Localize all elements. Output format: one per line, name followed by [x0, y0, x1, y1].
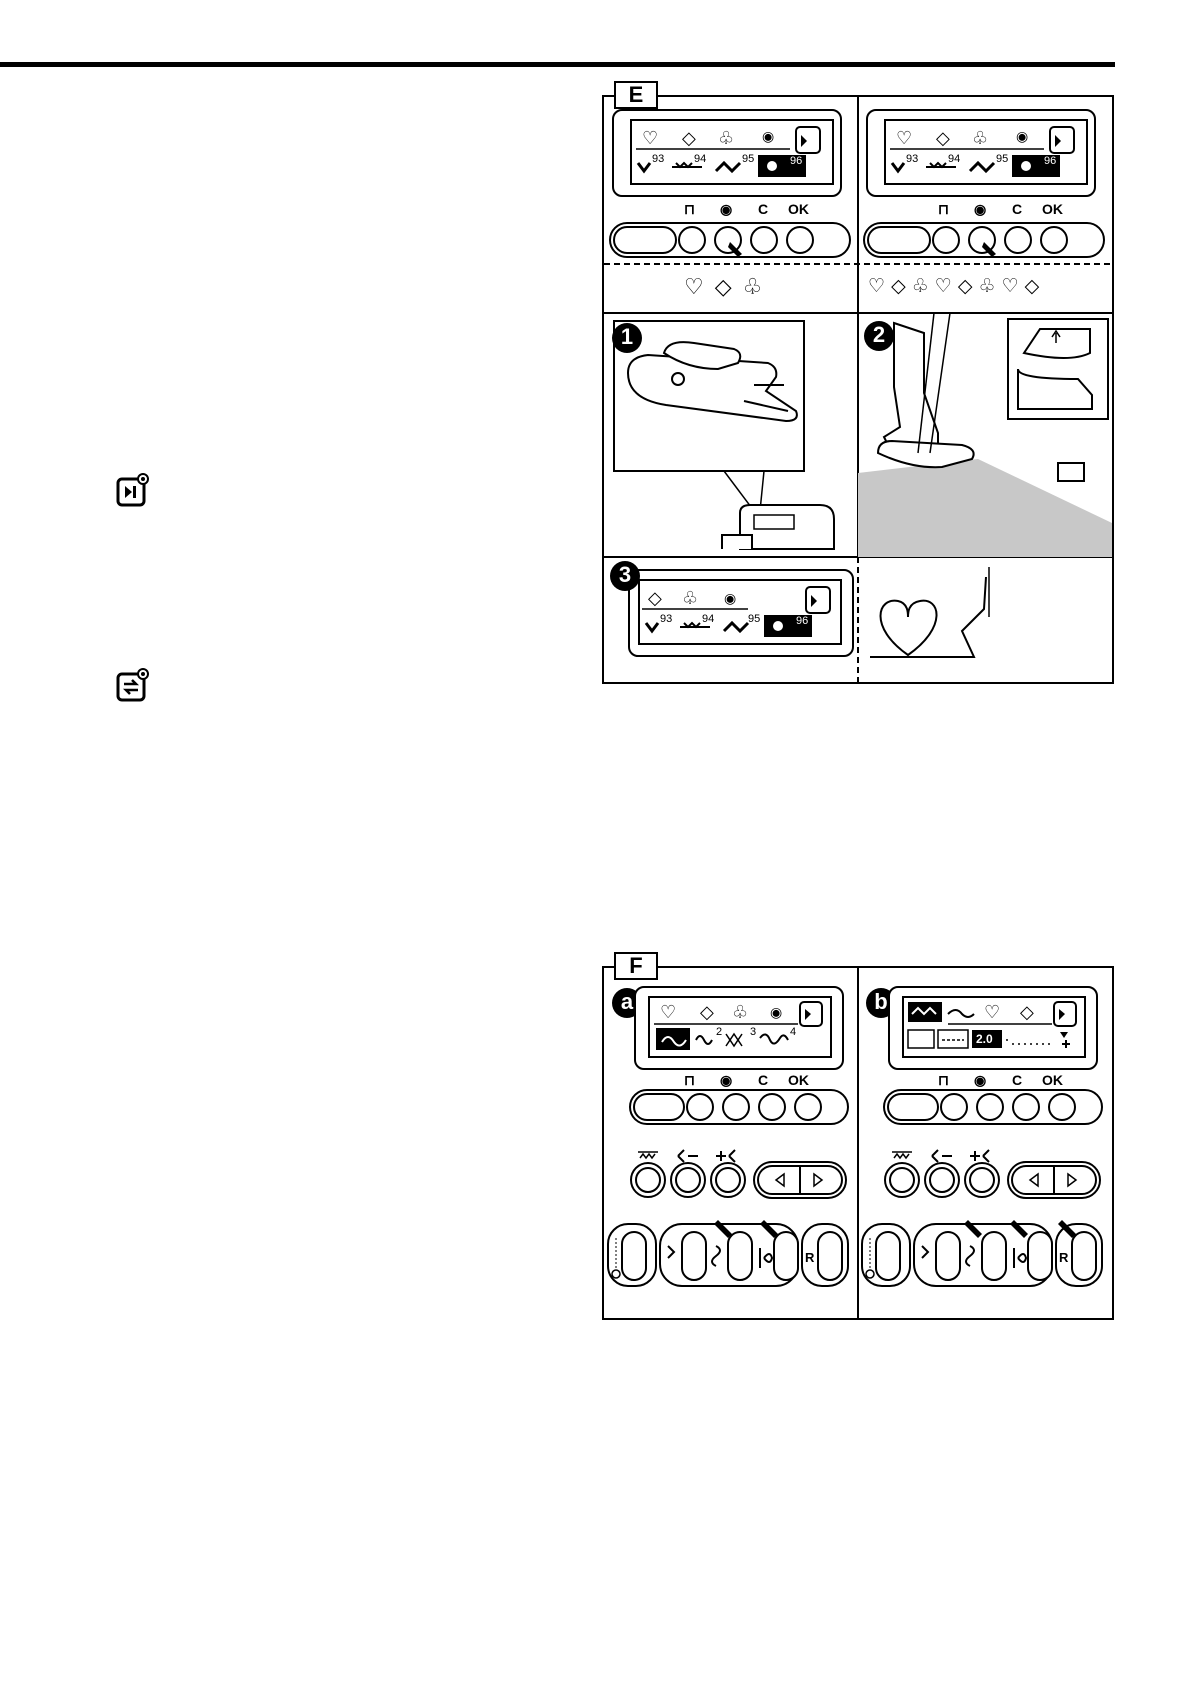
memory-button-label: ◉	[720, 201, 733, 217]
pattern-number: 94	[948, 153, 961, 165]
clear-button-label: C	[1012, 201, 1023, 217]
pattern-number: 95	[748, 613, 761, 625]
clear-button-label: C	[758, 201, 769, 217]
memory-icon: ◉	[1016, 129, 1029, 145]
top-rule	[0, 62, 1115, 67]
pattern-number: 2	[716, 1026, 723, 1038]
diamond-icon: ◇	[648, 588, 662, 609]
pattern-number: 93	[906, 153, 919, 165]
control-panel-b	[861, 1089, 1103, 1287]
r-key-label: R	[1059, 1250, 1069, 1265]
lcd-stitch-row	[890, 126, 1075, 177]
pattern-number: 95	[996, 153, 1009, 165]
club-icon: ♧	[718, 128, 735, 149]
lcd-edit-row	[907, 1001, 1077, 1049]
diamond-icon: ◇	[700, 1002, 714, 1023]
memory-button-label: ◉	[974, 201, 987, 217]
lcd-stitch-row	[654, 1001, 823, 1050]
memory-button-label: ◉	[974, 1072, 987, 1088]
figure-e-panel-b: b ♡ ◇ ♧ ◉ 93 94 95 96 ⊓ ◉ C OK	[858, 97, 1112, 264]
needle-button-label: ⊓	[938, 201, 949, 217]
figure-f-tag: F	[614, 952, 658, 980]
stitch-result-a: ♡ ◇ ♧	[684, 275, 765, 300]
heart-icon: ♡	[896, 128, 913, 149]
repeat-pattern-icon	[116, 668, 150, 702]
step-2-badge: 2	[864, 321, 894, 351]
pattern-number: 3	[750, 1026, 757, 1038]
needle-button-label: ⊓	[684, 1072, 695, 1088]
club-icon: ♧	[972, 128, 989, 149]
stitch-result-b: ♡ ◇ ♧ ♡ ◇ ♧ ♡ ◇	[868, 275, 1040, 297]
step-3-result	[858, 557, 1112, 682]
step-3-panel: ◇ ♧ ◉ 93 94 95 96 3	[604, 557, 858, 682]
pattern-number: 94	[694, 153, 707, 165]
figure-f-panel-b: b ♡ ◇ 2.0 ⊓ ◉ C OK	[858, 968, 1112, 1318]
play-pattern-icon	[116, 473, 150, 507]
pattern-number: 95	[742, 153, 755, 165]
club-icon: ♧	[732, 1002, 749, 1023]
memory-button-label: ◉	[720, 1072, 733, 1088]
diamond-icon: ◇	[936, 128, 950, 149]
clear-button-label: C	[1012, 1072, 1023, 1088]
step-1-presser-foot: 1	[604, 313, 858, 557]
figure-f-panel-a: a ♡ ◇ ♧ ◉ 2 3 4 ⊓ ◉ C OK	[604, 968, 858, 1318]
r-key-label: R	[805, 1250, 815, 1265]
button-row	[863, 222, 1105, 258]
diamond-icon: ◇	[1020, 1002, 1034, 1023]
control-panel-a	[607, 1089, 849, 1287]
heart-icon: ♡	[660, 1002, 677, 1023]
pattern-number: 96	[790, 155, 803, 167]
memory-icon: ◉	[762, 129, 775, 145]
figure-f-grid	[857, 968, 859, 1318]
step-3-badge: 3	[610, 561, 640, 591]
pattern-number: 96	[1044, 155, 1057, 167]
figure-f: F a ♡ ◇ ♧ ◉ 2 3 4 ⊓ ◉ C OK	[602, 952, 1114, 1320]
pattern-number: 93	[660, 613, 673, 625]
pattern-number: 94	[702, 613, 715, 625]
needle-button-label: ⊓	[684, 201, 695, 217]
lcd-stitch-row	[642, 586, 831, 637]
pattern-number: 93	[652, 153, 665, 165]
memory-icon: ◉	[770, 1005, 783, 1021]
heart-icon: ♡	[642, 128, 659, 149]
clear-button-label: C	[758, 1072, 769, 1088]
button-row	[609, 222, 851, 258]
length-value: 2.0	[976, 1032, 993, 1046]
step-1-badge: 1	[612, 323, 642, 353]
club-icon: ♧	[682, 588, 699, 609]
figure-e-panel-a: a ♡ ◇ ♧ ◉ 93 94 95 96 ⊓ ◉ C OK	[604, 97, 858, 264]
figure-e-tag: E	[614, 81, 658, 109]
pattern-number: 96	[796, 615, 809, 627]
pattern-number: 4	[790, 1026, 797, 1038]
ok-button-label: OK	[788, 1072, 809, 1088]
figure-e: E a ♡ ◇ ♧ ◉ 93 94 95 96 ⊓ ◉	[602, 81, 1114, 684]
step-2-fabric: 2	[858, 313, 1112, 557]
lcd-stitch-row	[636, 126, 821, 177]
needle-button-label: ⊓	[938, 1072, 949, 1088]
ok-button-label: OK	[1042, 201, 1063, 217]
memory-icon: ◉	[724, 591, 737, 607]
ok-button-label: OK	[1042, 1072, 1063, 1088]
heart-icon: ♡	[984, 1002, 1001, 1023]
diamond-icon: ◇	[682, 128, 696, 149]
ok-button-label: OK	[788, 201, 809, 217]
